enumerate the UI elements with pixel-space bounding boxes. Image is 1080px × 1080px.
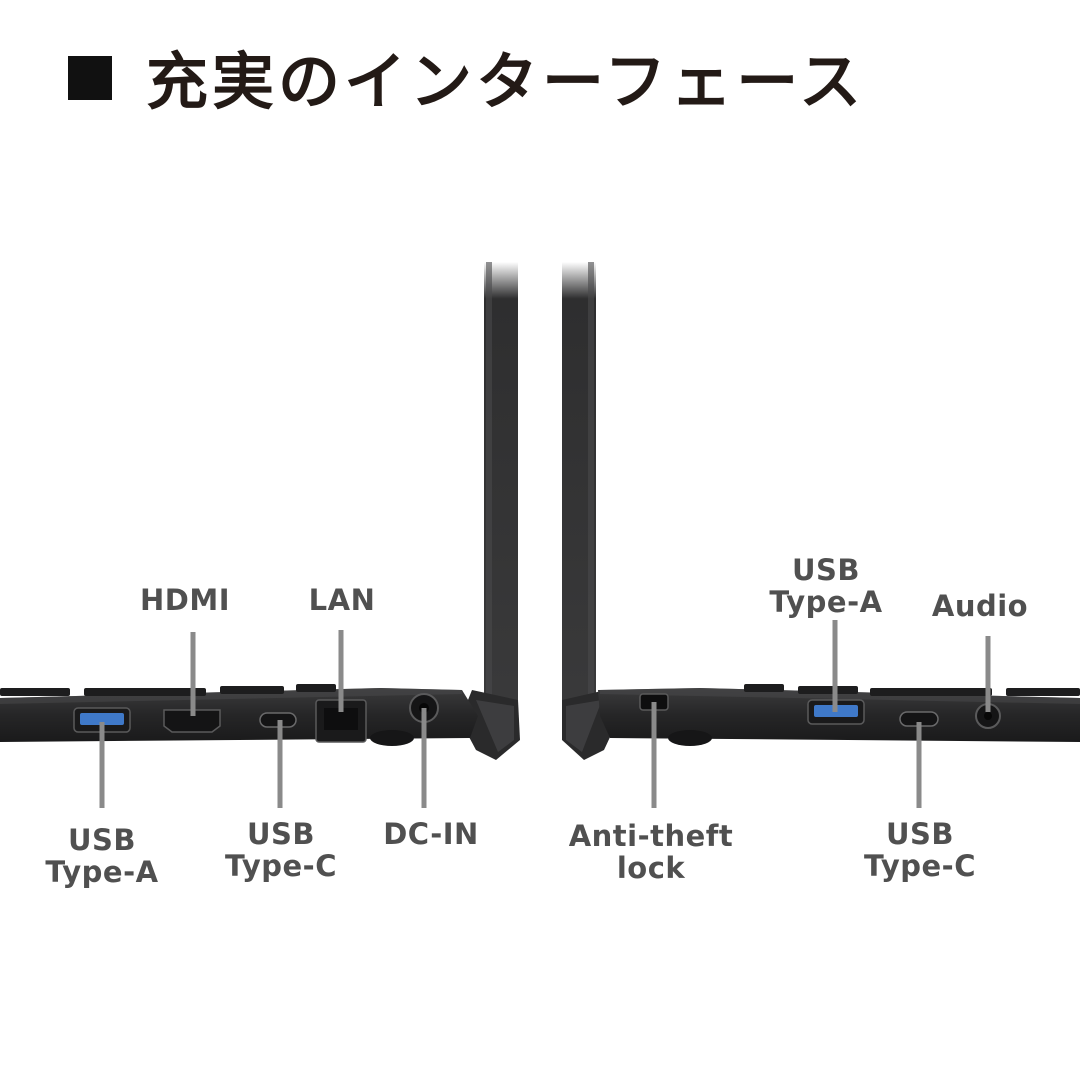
label-left-dc-in: DC-IN: [383, 817, 479, 851]
label-left-lan: LAN: [308, 583, 376, 617]
label-right-usb-a: USB Type-A: [769, 553, 883, 619]
label-right-audio: Audio: [931, 589, 1029, 623]
label-right-usb-c: USB Type-C: [864, 817, 976, 883]
bullet-square-icon: [68, 56, 112, 100]
callout-lines: [99, 620, 991, 808]
page-title-text: 充実のインターフェース: [146, 45, 866, 118]
page-title: 充実のインターフェース: [68, 36, 865, 118]
left-laptop: [0, 262, 520, 760]
right-laptop: [562, 262, 1080, 760]
label-right-lock: Anti-theft lock: [568, 819, 734, 885]
label-left-usb-c: USB Type-C: [225, 817, 337, 883]
left-hdmi-port: [163, 709, 221, 733]
label-left-hdmi: HDMI: [140, 583, 230, 617]
label-left-usb-a: USB Type-A: [45, 823, 159, 889]
